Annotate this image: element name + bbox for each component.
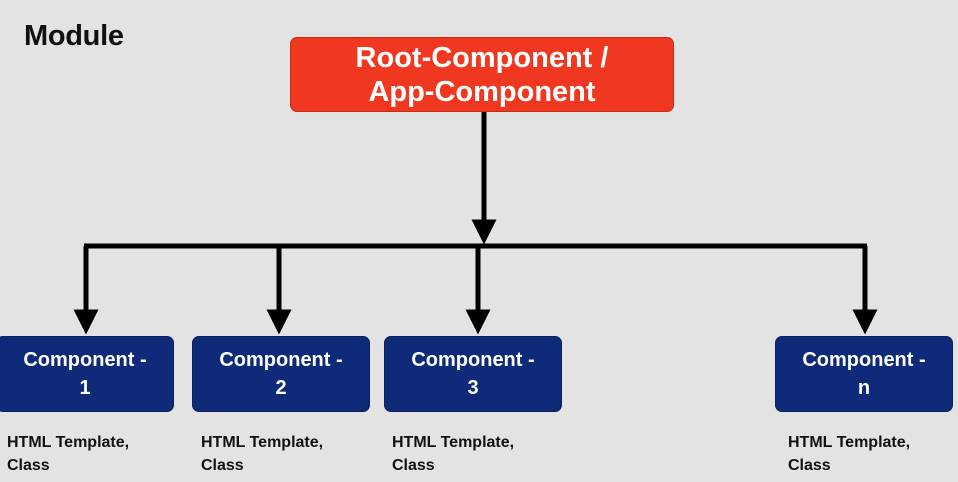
component-desc-line2: Class bbox=[7, 457, 50, 474]
component-desc-line2: Class bbox=[201, 457, 244, 474]
component-desc-line2: Class bbox=[392, 457, 435, 474]
component-box-3: Component - 3 bbox=[384, 336, 562, 412]
component-number: 1 bbox=[79, 377, 91, 399]
component-number: 3 bbox=[467, 377, 479, 399]
root-component-label-line2: App-Component bbox=[368, 75, 596, 108]
component-desc-line1: HTML Template, bbox=[392, 434, 515, 451]
component-description-n: HTML Template, Class bbox=[788, 431, 958, 477]
component-description-3: HTML Template, Class bbox=[392, 431, 562, 477]
component-title: Component - bbox=[802, 349, 926, 371]
module-title: Module bbox=[24, 20, 124, 52]
component-box-2: Component - 2 bbox=[192, 336, 370, 412]
component-description-1: HTML Template, Class bbox=[7, 431, 177, 477]
component-number: 2 bbox=[275, 377, 287, 399]
component-desc-line1: HTML Template, bbox=[7, 434, 130, 451]
root-component-label-line1: Root-Component / bbox=[355, 41, 609, 74]
component-number: n bbox=[857, 377, 871, 399]
component-box-1: Component - 1 bbox=[0, 336, 174, 412]
component-title: Component - bbox=[411, 349, 535, 371]
component-description-2: HTML Template, Class bbox=[201, 431, 371, 477]
component-title: Component - bbox=[23, 349, 147, 371]
component-desc-line2: Class bbox=[788, 457, 831, 474]
component-desc-line1: HTML Template, bbox=[788, 434, 911, 451]
root-component-box: Root-Component / App-Component bbox=[290, 37, 674, 112]
component-title: Component - bbox=[219, 349, 343, 371]
component-desc-line1: HTML Template, bbox=[201, 434, 324, 451]
component-box-n: Component - n bbox=[775, 336, 953, 412]
